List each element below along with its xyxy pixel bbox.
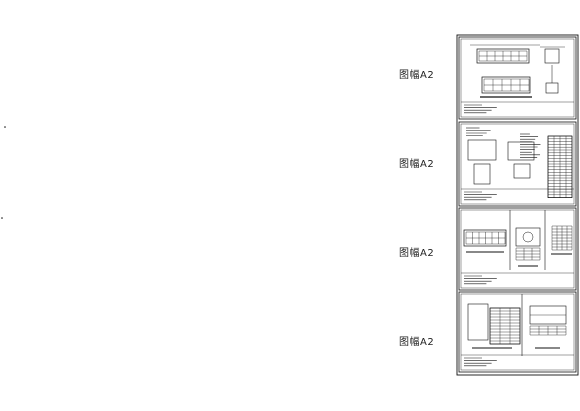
sheet-inner-frame-4 [460, 293, 575, 371]
long-section [463, 229, 507, 247]
sheet-inner-frame-2 [460, 123, 575, 205]
material-table-border [547, 135, 573, 198]
detail-view [544, 48, 560, 64]
section-view [481, 76, 531, 94]
pipe-circle [522, 231, 534, 243]
sheet-label-3: 图幅A2 [399, 248, 435, 259]
stray-mark [4, 126, 6, 128]
elevation-view [467, 139, 497, 161]
sheet-label-2: 图幅A2 [399, 159, 435, 170]
sheet-stack-border [456, 34, 579, 376]
stray-mark [1, 217, 3, 219]
sheet-inner-frame-1 [460, 38, 575, 118]
plan-view [476, 48, 530, 64]
sheet-frame-1 [458, 36, 577, 120]
sheet-frame-3 [458, 207, 577, 291]
quantity-table-border [489, 307, 521, 345]
cross-section [515, 227, 541, 247]
sheet-frame-4 [458, 291, 577, 373]
sheet-label-1: 图幅A2 [399, 70, 435, 81]
pit-detail [473, 163, 491, 185]
manhole-plan [467, 303, 489, 341]
section-c [513, 163, 531, 179]
sheet-label-4: 图幅A2 [399, 337, 435, 348]
sheet-inner-frame-3 [460, 209, 575, 289]
sheet-frame-2 [458, 121, 577, 207]
detail-view-2 [545, 82, 559, 94]
